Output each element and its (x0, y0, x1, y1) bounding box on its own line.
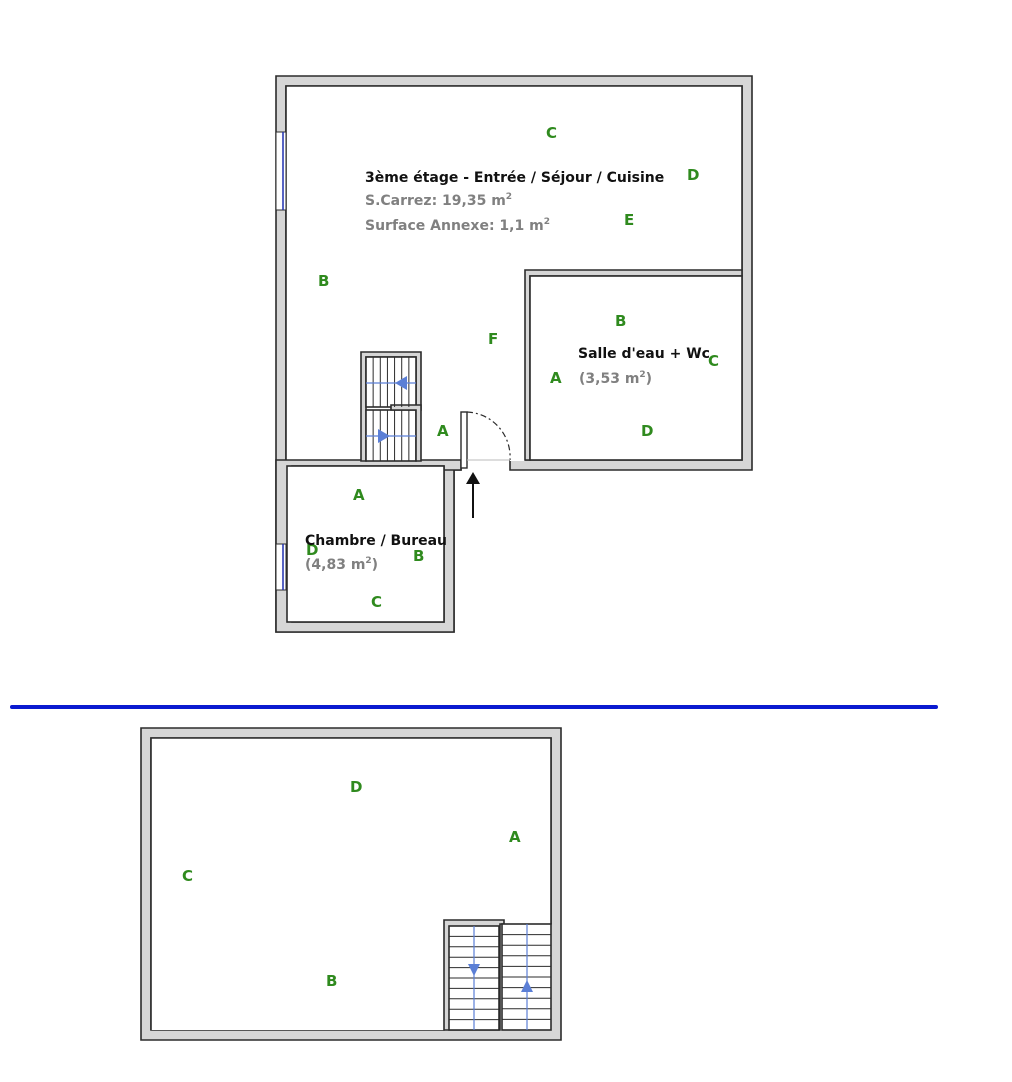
wall-label-chambre-c: C (371, 593, 382, 611)
upper-stairs (360, 351, 422, 462)
stair-arrow-icon (468, 964, 480, 976)
room-annexe-sejour: Surface Annexe: 1,1 m2 (365, 217, 550, 234)
wall-label-chambre-a: A (353, 486, 365, 504)
room-name-sejour: 3ème étage - Entrée / Séjour / Cuisine (365, 170, 664, 186)
lower-stairs (443, 919, 552, 1031)
wall-label-salle-eau-d: D (641, 422, 653, 440)
wall-label-salle-eau-b: B (615, 312, 626, 330)
wall-label-sejour-f: F (488, 330, 498, 348)
stair-arrow-icon (395, 376, 407, 390)
salle-eau-room (529, 275, 743, 461)
wall-label-lower-b: B (326, 972, 337, 990)
wall-label-sejour-a: A (437, 422, 449, 440)
wall-label-lower-d: D (350, 778, 362, 796)
sejour-inner-outline (285, 85, 743, 460)
wall-label-chambre-d: D (306, 541, 318, 559)
chambre-room (286, 465, 445, 623)
wall-label-sejour-d: D (687, 166, 699, 184)
room-area-salle-eau: (3,53 m2) (579, 370, 652, 387)
stair-arrow-icon (521, 980, 533, 992)
wall-label-lower-a: A (509, 828, 521, 846)
wall-label-chambre-b: B (413, 547, 424, 565)
wall-label-salle-eau-a: A (550, 369, 562, 387)
entrance-arrow-icon (466, 472, 480, 518)
stair-arrow-icon (378, 429, 390, 443)
wall-label-sejour-c: C (546, 124, 557, 142)
wall-label-sejour-e: E (624, 211, 634, 229)
entrance-door-leaf (460, 411, 468, 469)
room-carrez-sejour: S.Carrez: 19,35 m2 (365, 192, 512, 209)
wall-label-sejour-b: B (318, 272, 329, 290)
window-sejour (275, 131, 287, 211)
window-chambre (275, 543, 287, 591)
room-name-chambre: Chambre / Bureau (305, 533, 447, 549)
wall-label-salle-eau-c: C (708, 352, 719, 370)
room-name-salle-eau: Salle d'eau + Wc (578, 346, 710, 362)
wall-label-lower-c: C (182, 867, 193, 885)
room-area-chambre: (4,83 m2) (305, 556, 378, 573)
